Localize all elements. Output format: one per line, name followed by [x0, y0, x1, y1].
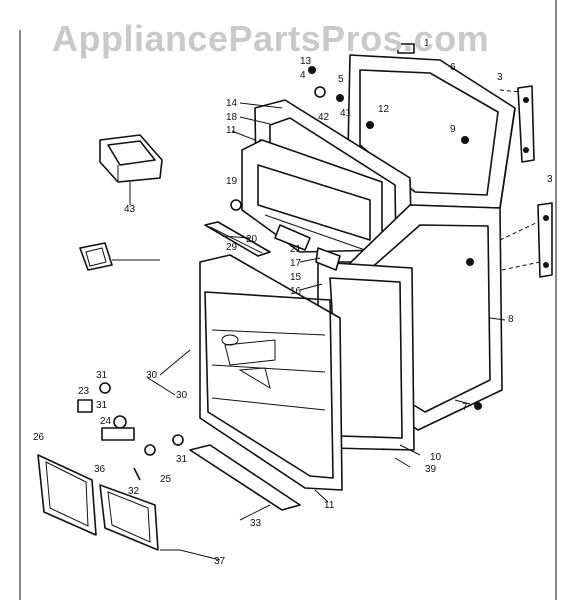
lower-left-parts — [77, 382, 184, 481]
callout-31: 31 — [96, 400, 108, 411]
top-hinge — [517, 85, 535, 163]
callout-32: 32 — [128, 486, 140, 497]
callout-39: 39 — [425, 464, 437, 475]
callout-11: 11 — [226, 125, 237, 136]
gasket-rect-right — [99, 484, 159, 551]
fasteners-top — [230, 66, 482, 410]
callout-20: 20 — [246, 234, 258, 245]
callout-8: 8 — [508, 314, 514, 325]
callout-9: 9 — [450, 124, 456, 135]
callout-3: 3 — [497, 72, 503, 83]
gasket-rect-left — [37, 454, 97, 536]
callout-4: 4 — [300, 70, 306, 81]
shelf-trim — [189, 444, 301, 511]
callout-5: 5 — [338, 74, 344, 85]
butter-compartment — [99, 134, 163, 183]
watermark: AppliancePartsPros.com — [52, 18, 490, 59]
callout-29: 29 — [226, 242, 238, 253]
callout-6: 6 — [450, 62, 456, 73]
callout-18: 18 — [226, 112, 238, 123]
callout-3: 3 — [547, 174, 553, 185]
callout-31: 31 — [96, 370, 108, 381]
callout-26: 26 — [33, 432, 45, 443]
divider-bar — [204, 221, 271, 257]
callout-10: 10 — [430, 452, 442, 463]
callout-7: 7 — [462, 402, 468, 413]
callout-labels: 1 3 3 4 5 6 7 8 9 10 11 11 12 13 14 15 1… — [33, 38, 553, 567]
callout-23: 23 — [78, 386, 90, 397]
callout-33: 33 — [250, 518, 262, 529]
callout-19: 19 — [226, 176, 238, 187]
callout-1: 1 — [424, 38, 430, 49]
callout-41: 41 — [340, 108, 352, 119]
callout-42: 42 — [318, 112, 330, 123]
handle-part — [274, 224, 341, 271]
callout-30: 30 — [146, 370, 158, 381]
callout-11: 11 — [324, 500, 335, 511]
leader-lines — [112, 102, 506, 561]
callout-31: 31 — [176, 454, 188, 465]
callout-15: 15 — [290, 272, 302, 283]
callout-25: 25 — [160, 474, 172, 485]
callout-37: 37 — [214, 556, 226, 567]
small-bracket — [79, 242, 113, 271]
callout-12: 12 — [378, 104, 390, 115]
fresh-food-door-liner — [199, 254, 343, 491]
callout-14: 14 — [226, 98, 238, 109]
callout-30: 30 — [176, 390, 188, 401]
callout-17: 17 — [290, 258, 302, 269]
callout-43: 43 — [124, 204, 136, 215]
callout-21: 21 — [290, 244, 302, 255]
callout-13: 13 — [300, 56, 312, 67]
callout-24: 24 — [100, 416, 112, 427]
center-hinge — [537, 202, 553, 278]
freezer-inner-box — [241, 139, 383, 253]
callout-36: 36 — [94, 464, 106, 475]
callout-16: 16 — [290, 286, 302, 297]
